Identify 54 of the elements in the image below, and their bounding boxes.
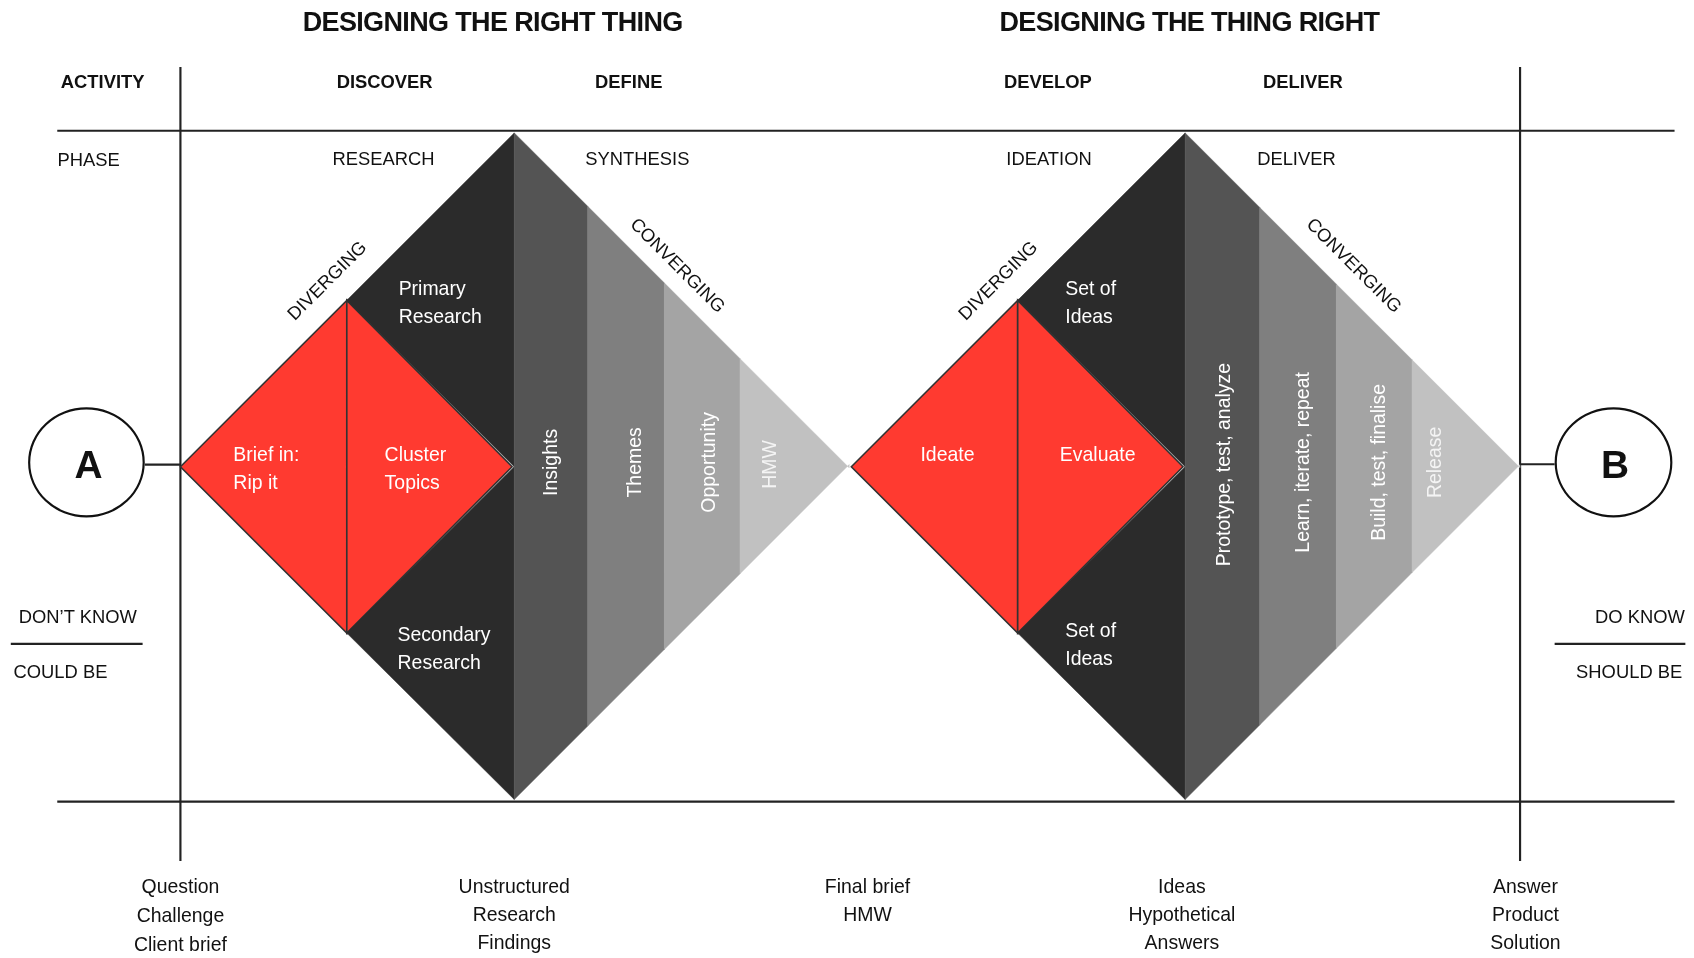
segment-label: Secondary Research	[397, 622, 492, 676]
heading: DESIGNING THE RIGHT THING	[302, 5, 683, 38]
segment-label: Opportunity	[696, 412, 721, 513]
diamond-segment	[1185, 132, 1260, 800]
segment-label: Ideate	[920, 443, 975, 468]
state-label: COULD BE	[13, 662, 108, 684]
outcome-label: Research	[472, 903, 556, 927]
outcome-label: Client brief	[133, 933, 227, 957]
column-header: DEVELOP	[1004, 71, 1092, 93]
heading: DESIGNING THE THING RIGHT	[999, 5, 1380, 38]
segment-label: Set of Ideas	[1065, 619, 1118, 672]
outcome-label: Challenge	[136, 904, 225, 928]
phase-label: DELIVER	[1257, 149, 1336, 171]
phase-label: IDEATION	[1006, 149, 1092, 171]
diamond-segment	[1412, 359, 1521, 573]
column-header: ACTIVITY	[60, 71, 145, 93]
connector-line	[1520, 463, 1555, 466]
state-label: SHOULD BE	[1576, 662, 1683, 684]
outcome-label: HMW	[843, 903, 892, 927]
state-label: DO KNOW	[1595, 607, 1685, 629]
segment-label: Insights	[539, 428, 563, 496]
outcome-label: Solution	[1490, 931, 1561, 955]
state-label: DON’T KNOW	[18, 607, 137, 629]
segment-label: Set of Ideas	[1065, 276, 1118, 330]
segment-label: Evaluate	[1059, 443, 1136, 468]
outcome-label: Question	[141, 875, 220, 899]
outcome-label: Answers	[1144, 931, 1220, 955]
segment-label: Learn, iterate, repeat	[1291, 372, 1315, 553]
outcome-label: Answer	[1493, 875, 1558, 899]
row-label: PHASE	[57, 150, 120, 172]
connector-line	[144, 463, 181, 466]
column-header: DEFINE	[595, 71, 663, 93]
outcome-label: Unstructured	[458, 875, 570, 899]
outcome-label: Hypothetical	[1128, 903, 1236, 927]
phase-label: SYNTHESIS	[585, 149, 690, 171]
segment-label: Build, test, finalise	[1366, 384, 1391, 541]
diamond-segment	[740, 358, 850, 574]
outcome-label: Product	[1491, 903, 1559, 927]
segment-label: Prototype, test, analyze	[1212, 362, 1236, 567]
column-header: DELIVER	[1263, 71, 1343, 93]
segment-label: A	[74, 445, 103, 484]
diamond-segment	[1017, 466, 1186, 800]
segment-label: B	[1601, 445, 1630, 484]
column-header: DISCOVER	[336, 71, 433, 93]
outcome-label: Final brief	[824, 875, 911, 899]
segment-label: Cluster Topics	[384, 442, 448, 496]
diamond-segment	[346, 466, 515, 800]
segment-label: Primary Research	[398, 276, 483, 330]
segment-label: Themes	[622, 427, 646, 498]
diamond-segment	[514, 132, 588, 800]
outcome-label: Ideas	[1158, 875, 1206, 899]
phase-label: RESEARCH	[332, 149, 435, 171]
segment-label: Brief in: Rip it	[233, 442, 301, 496]
outcome-label: Findings	[477, 931, 551, 955]
